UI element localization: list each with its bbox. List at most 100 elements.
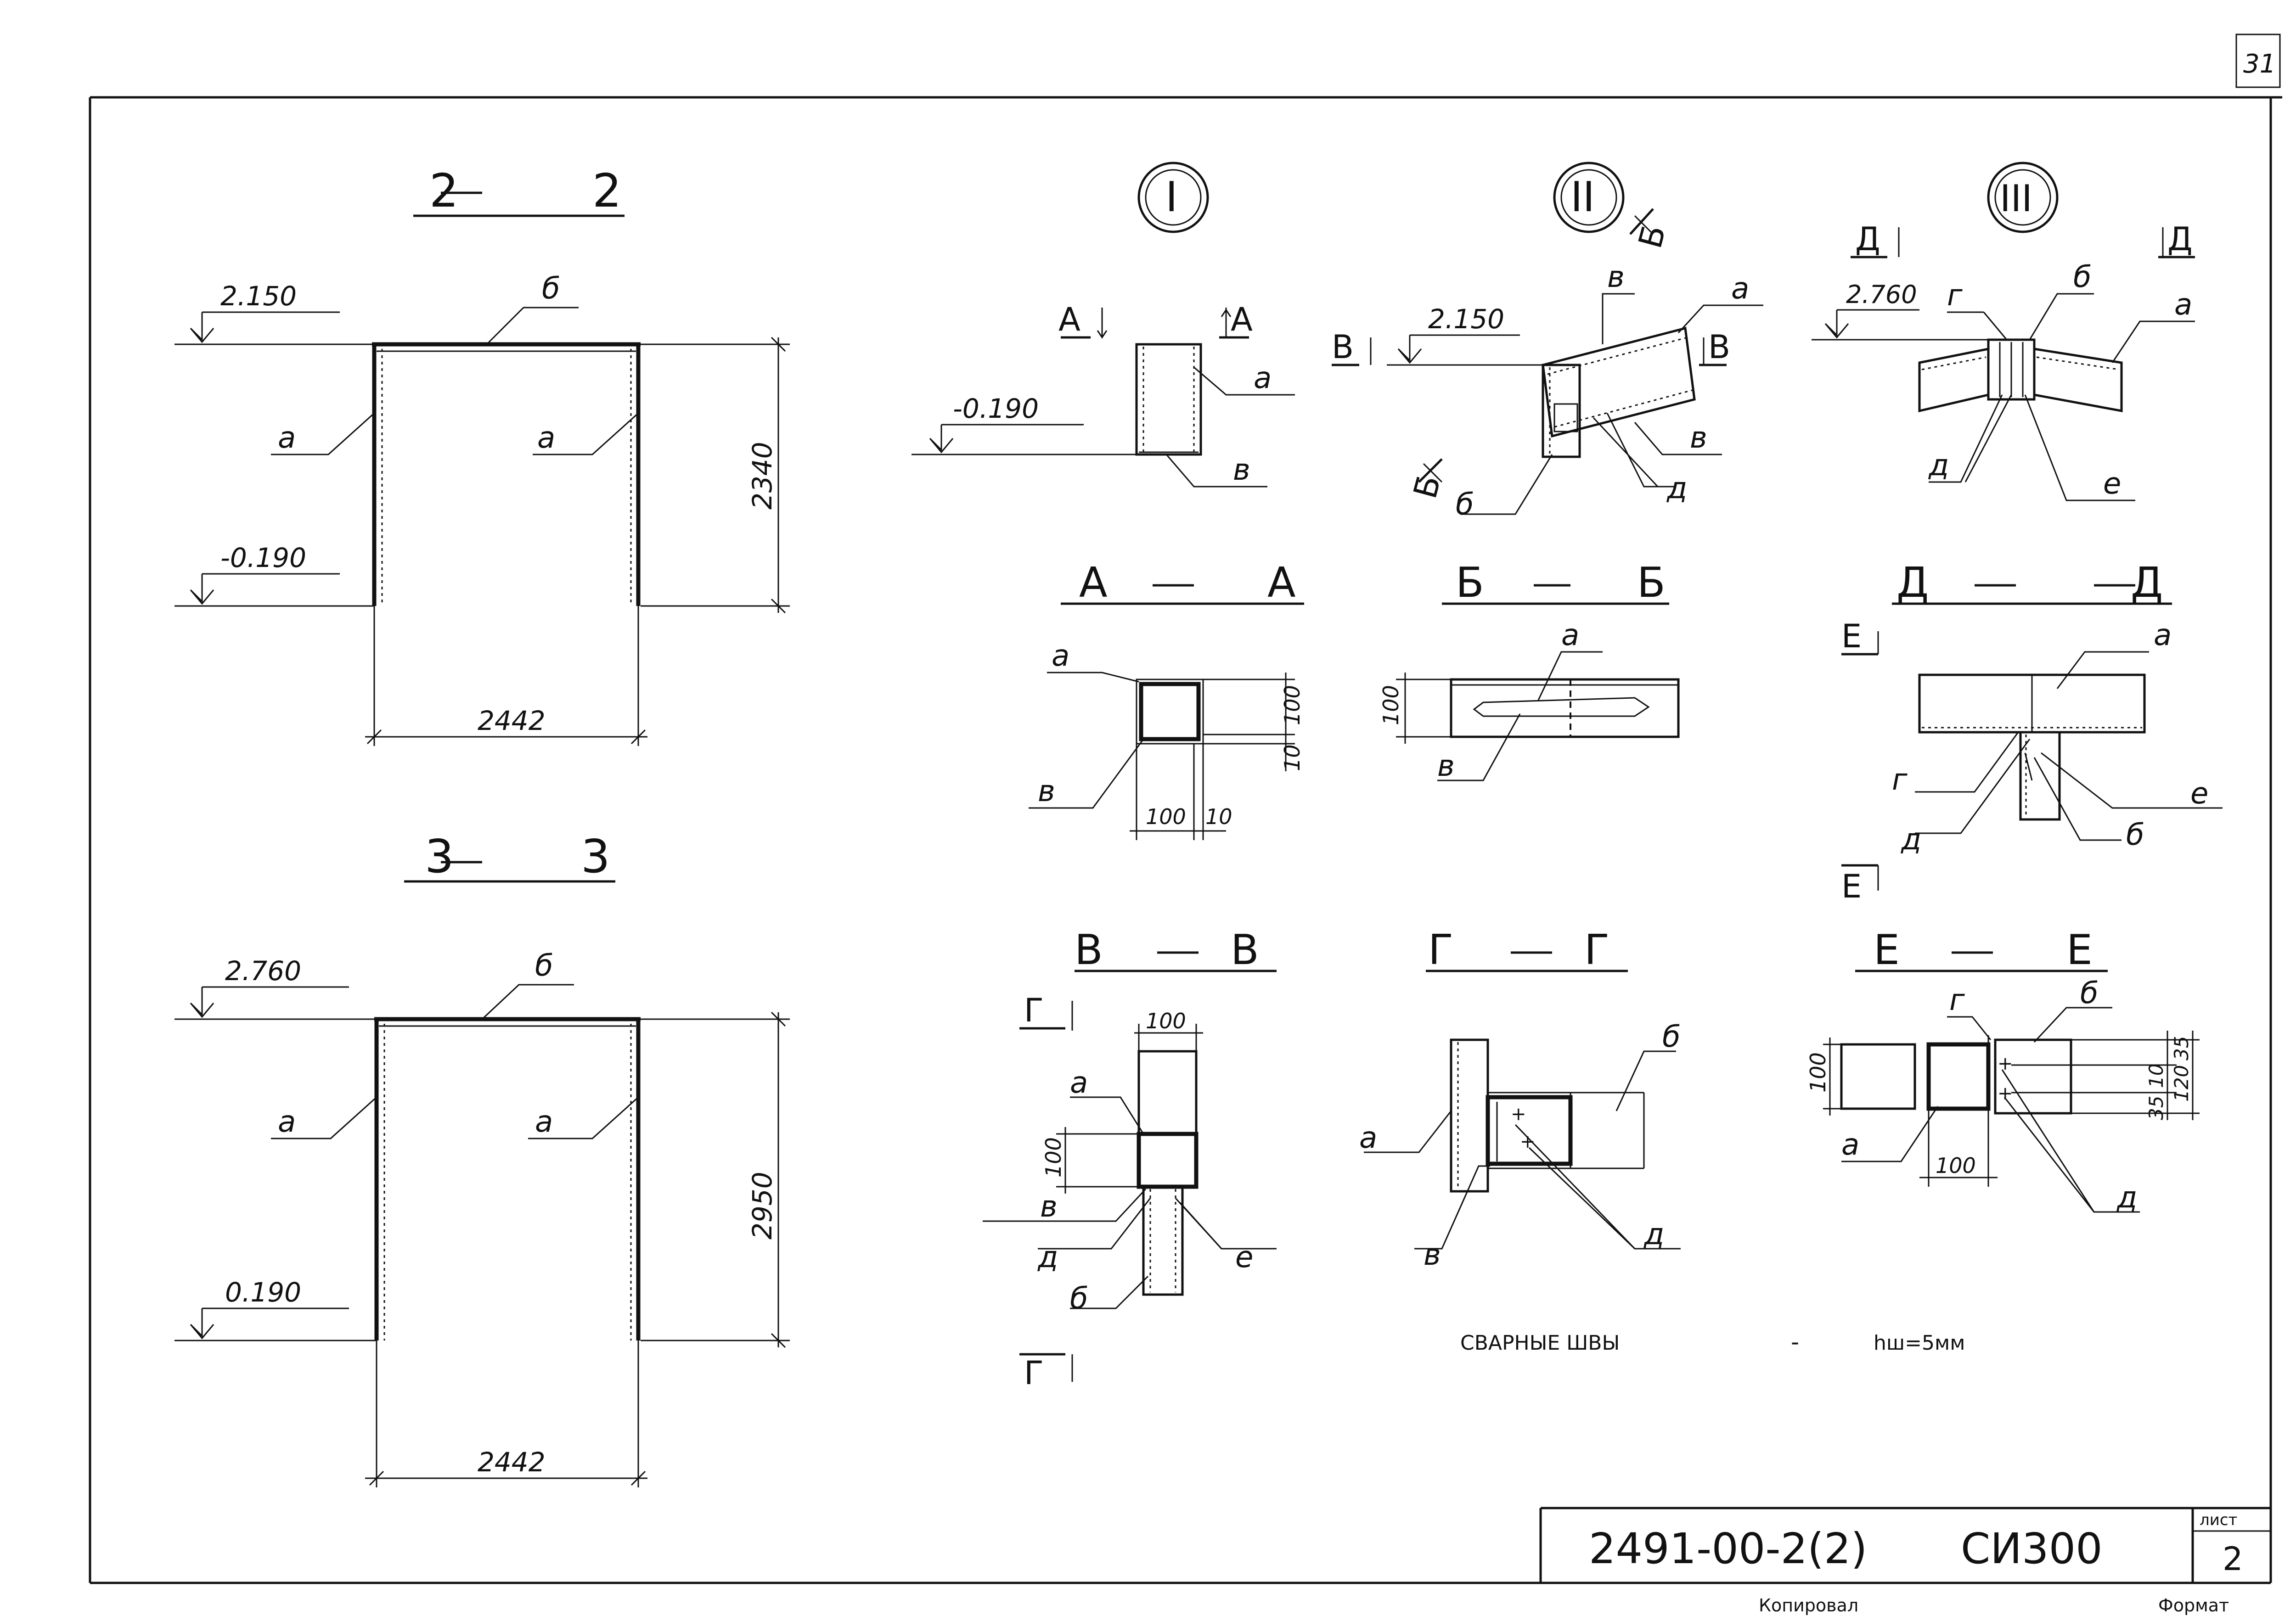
- section-D-D-title-left: Д: [1896, 559, 1929, 607]
- section-G-G-title-left: Г: [1428, 926, 1453, 974]
- section-D-D-title-right: Д: [2131, 559, 2163, 607]
- section-E-E-title-left: Е: [1874, 926, 1900, 974]
- sheet-number: 2: [2223, 1540, 2243, 1578]
- section-A-A-title-right: А: [1267, 559, 1296, 607]
- section-D-D-cut-top: Е: [1841, 617, 1862, 655]
- drawing-series: СИ300: [1961, 1524, 2103, 1573]
- sheet-corner-number: 31: [2243, 49, 2276, 79]
- section-2-2-height-dim: 2340: [747, 442, 778, 510]
- node-II: [1332, 162, 1763, 515]
- welds-note-dash: -: [1791, 1329, 1799, 1355]
- section-E-E-label-g: г: [1949, 983, 1965, 1017]
- node-III-roman: III: [2000, 177, 2032, 220]
- section-A-A-label-a: а: [1052, 639, 1069, 673]
- section-V-V-dim-left: 100: [1041, 1137, 1066, 1178]
- node-III-label-a: а: [2174, 288, 2192, 322]
- section-D-D-cut-bottom: Е: [1841, 868, 1862, 905]
- section-3-3-level-bottom: 0.190: [225, 1277, 301, 1308]
- section-3-3-label-right: а: [535, 1105, 553, 1139]
- section-2-2-label-right: а: [537, 421, 555, 455]
- node-I-level: -0.190: [953, 393, 1039, 424]
- section-A-A: [1029, 584, 1304, 840]
- section-A-A-label-v: в: [1038, 774, 1055, 808]
- section-2-2-level-bottom: -0.190: [220, 542, 306, 573]
- section-A-A-title-left: А: [1079, 559, 1108, 607]
- section-V-V-title-right: В: [1231, 926, 1259, 974]
- node-III-cut-left: Д: [1855, 220, 1880, 258]
- node-II-label-v-top: в: [1607, 260, 1625, 294]
- section-E-E-dim-10: 10: [2145, 1064, 2167, 1088]
- node-I-label-v: в: [1233, 453, 1250, 487]
- section-2-2-width-dim: 2442: [478, 705, 546, 736]
- node-I-cut-right: А: [1231, 301, 1253, 338]
- section-B-B-dim-height: 100: [1379, 685, 1403, 725]
- section-E-E-title-right: Е: [2066, 926, 2093, 974]
- sheet-frame: [89, 34, 2282, 1584]
- section-E-E-label-b: б: [2080, 976, 2098, 1010]
- section-2-2-label-top: б: [542, 272, 560, 306]
- node-III-label-e: е: [2103, 467, 2121, 501]
- node-I-cut-left: А: [1058, 301, 1080, 338]
- section-V-V-label-a: а: [1070, 1066, 1088, 1100]
- section-E-E-dim-bottom: 100: [1936, 1153, 1976, 1178]
- section-V-V-label-v: в: [1040, 1190, 1058, 1224]
- section-2-2-label-left: а: [278, 421, 296, 455]
- section-B-B: [1396, 584, 1680, 781]
- section-V-V-cut-top: Г: [1024, 992, 1044, 1029]
- node-III: [1812, 162, 2195, 501]
- svg-text:+: +: [1998, 1053, 2013, 1074]
- node-II-label-d: д: [1666, 471, 1687, 505]
- section-V-V-title-left: В: [1075, 926, 1103, 974]
- section-3-3-label-top: б: [535, 949, 553, 983]
- section-B-B-title-right: Б: [1637, 559, 1666, 607]
- section-2-2-level-top: 2.150: [220, 280, 297, 312]
- section-E-E-dim-35-bottom: 35: [2145, 1096, 2167, 1120]
- section-D-D-label-b: б: [2126, 818, 2144, 852]
- svg-text:+: +: [1520, 1131, 1536, 1152]
- section-G-G-label-v: в: [1424, 1238, 1441, 1272]
- section-E-E-dim-left: 100: [1806, 1052, 1830, 1093]
- section-2-2-title-left: 2: [429, 164, 459, 218]
- section-D-D-label-g: г: [1892, 763, 1908, 797]
- section-A-A-dim-thk-v: 10: [1280, 744, 1305, 771]
- section-G-G-label-a: а: [1359, 1121, 1377, 1155]
- section-3-3-title-left: 3: [425, 830, 454, 883]
- section-B-B-label-a: а: [1561, 618, 1579, 652]
- section-E-E-label-a: а: [1841, 1128, 1859, 1162]
- section-V-V-label-d: д: [1037, 1240, 1058, 1274]
- svg-text:+: +: [1998, 1083, 2013, 1104]
- section-D-D-label-d: д: [1901, 823, 1921, 857]
- section-V-V-label-b: б: [1070, 1282, 1088, 1316]
- node-II-cut-b-top: Б: [1631, 221, 1673, 252]
- node-II-level: 2.150: [1428, 303, 1504, 335]
- drawing-designation: 2491-00-2(2): [1589, 1524, 1867, 1573]
- node-II-roman: II: [1570, 173, 1595, 221]
- section-3-3-level-top: 2.760: [225, 955, 301, 987]
- node-III-label-d: д: [1928, 449, 1949, 482]
- section-G-G-title-right: Г: [1584, 926, 1609, 974]
- welds-note-size: hш=5мм: [1874, 1331, 1965, 1355]
- node-II-label-a: а: [1731, 272, 1749, 306]
- title-block: [1539, 1507, 2271, 1583]
- node-II-label-b: б: [1456, 488, 1474, 522]
- section-3-3-height-dim: 2950: [747, 1172, 778, 1240]
- section-V-V-dim-top: 100: [1146, 1009, 1186, 1033]
- node-III-cut-right: Д: [2167, 220, 2193, 258]
- node-I-roman: I: [1165, 173, 1178, 221]
- node-III-label-g: г: [1947, 279, 1963, 313]
- format-label: Формат: [2158, 1595, 2229, 1615]
- section-B-B-label-v: в: [1437, 749, 1455, 783]
- section-V-V: [983, 951, 1277, 1382]
- section-V-V-cut-bottom: Г: [1024, 1354, 1044, 1392]
- section-E-E-dim-35-top: 35: [2170, 1036, 2193, 1060]
- node-II-cut-b-bottom: Б: [1406, 471, 1448, 503]
- section-G-G-label-b: б: [1662, 1020, 1680, 1054]
- section-3-3-label-left: а: [278, 1105, 296, 1139]
- section-A-A-dim-height: 100: [1280, 685, 1305, 725]
- section-3-3: [174, 861, 790, 1487]
- node-II-cut-v-left: В: [1332, 328, 1354, 366]
- sheet-label: лист: [2200, 1511, 2237, 1529]
- section-B-B-title-left: Б: [1456, 559, 1484, 607]
- node-III-level: 2.760: [1846, 280, 1917, 309]
